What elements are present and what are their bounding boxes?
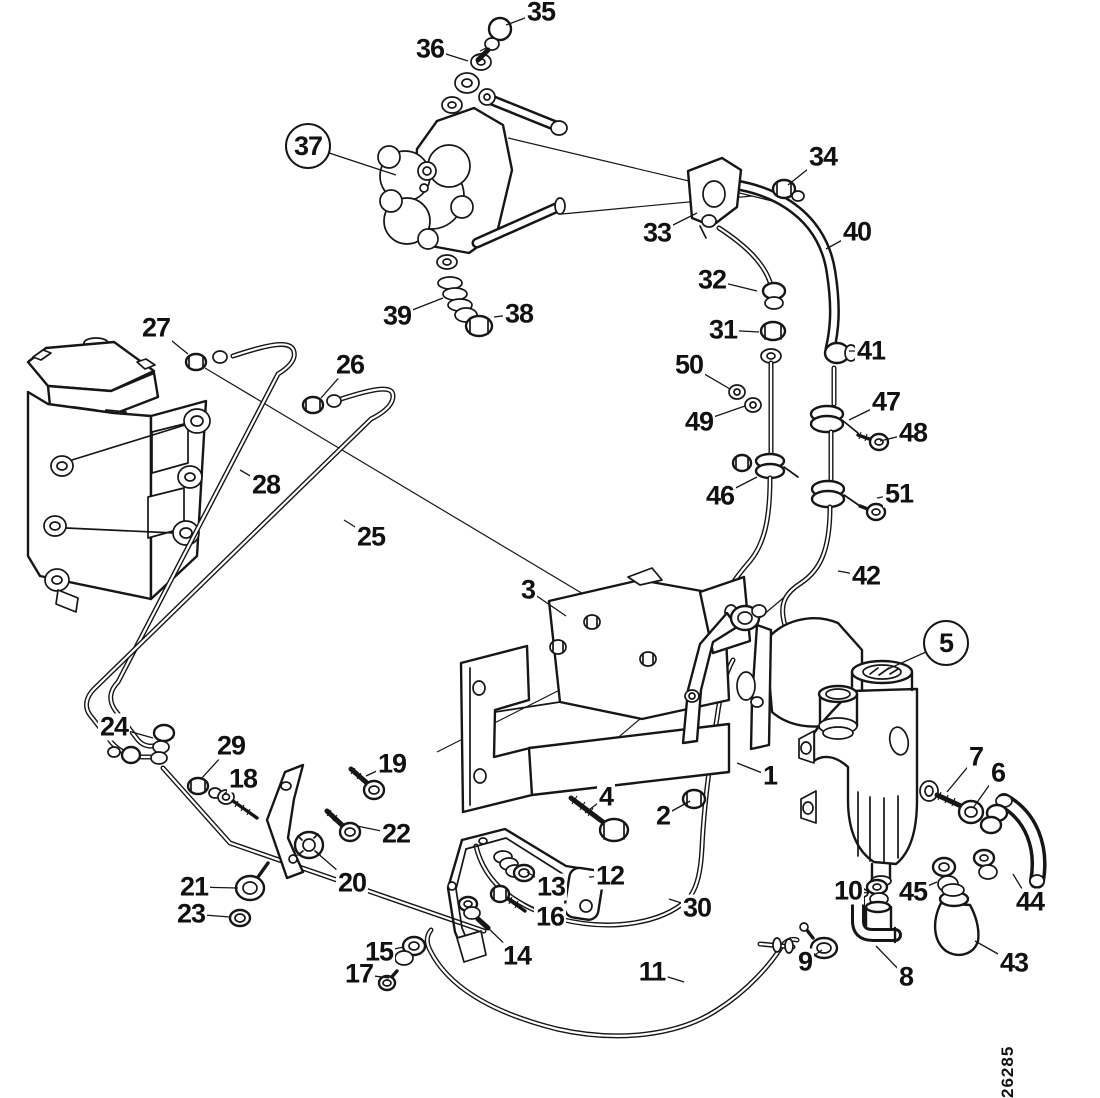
part-label-16: 16 xyxy=(533,901,567,932)
part-label-33: 33 xyxy=(640,217,674,248)
part-label-27: 27 xyxy=(139,312,173,343)
part-label-8: 8 xyxy=(896,961,916,992)
part-label-48: 48 xyxy=(896,417,930,448)
part-label-12: 12 xyxy=(593,860,627,891)
part-label-28: 28 xyxy=(249,469,283,500)
part-label-2: 2 xyxy=(653,800,673,831)
lower-bracket-assembly xyxy=(377,827,605,992)
part-label-10: 10 xyxy=(831,875,865,906)
part-label-40: 40 xyxy=(840,216,874,247)
part-label-3: 3 xyxy=(518,574,538,605)
part-label-32: 32 xyxy=(695,264,729,295)
part-label-43: 43 xyxy=(997,947,1031,978)
part-label-22: 22 xyxy=(379,818,413,849)
part-label-35: 35 xyxy=(524,0,558,27)
part-label-20: 20 xyxy=(335,867,369,898)
lower-right-hoses-and-fittings xyxy=(757,793,1047,960)
part-label-7: 7 xyxy=(966,741,986,772)
part-label-14: 14 xyxy=(500,940,534,971)
part-label-47: 47 xyxy=(869,386,903,417)
part-label-17: 17 xyxy=(342,958,376,989)
hydraulic-pump-assembly xyxy=(377,16,568,338)
part-label-4: 4 xyxy=(596,781,616,812)
part-label-34: 34 xyxy=(806,141,840,172)
steering-gear-box xyxy=(26,337,211,613)
part-label-30: 30 xyxy=(680,892,714,923)
part-label-46: 46 xyxy=(703,480,737,511)
part-label-6: 6 xyxy=(988,757,1008,788)
part-label-23: 23 xyxy=(174,898,208,929)
part-label-21: 21 xyxy=(177,871,211,902)
part-label-41: 41 xyxy=(854,335,888,366)
part-label-36: 36 xyxy=(413,33,447,64)
part-label-9: 9 xyxy=(795,946,815,977)
part-label-39: 39 xyxy=(380,300,414,331)
part-label-11: 11 xyxy=(636,956,668,987)
mounting-bracket xyxy=(459,567,752,843)
part-label-15: 15 xyxy=(362,936,396,967)
part-label-26: 26 xyxy=(333,349,367,380)
part-label-19: 19 xyxy=(375,748,409,779)
part-label-29: 29 xyxy=(214,730,248,761)
part-label-51: 51 xyxy=(882,478,916,509)
part-label-25: 25 xyxy=(354,521,388,552)
drawing-number: 26285 xyxy=(998,1045,1017,1098)
part-label-45: 45 xyxy=(896,876,930,907)
part-label-18: 18 xyxy=(226,763,260,794)
part-label-50: 50 xyxy=(672,349,706,380)
gear-pipes-and-fittings xyxy=(84,341,487,934)
part-label-5: 5 xyxy=(923,620,969,666)
part-label-42: 42 xyxy=(849,560,883,591)
part-label-1: 1 xyxy=(760,760,780,791)
part-label-24: 24 xyxy=(97,711,131,742)
part-label-49: 49 xyxy=(682,406,716,437)
part-label-44: 44 xyxy=(1013,886,1047,917)
part-label-38: 38 xyxy=(502,298,536,329)
part-label-31: 31 xyxy=(706,314,740,345)
part-label-13: 13 xyxy=(534,871,568,902)
reservoir-pump-unit xyxy=(798,659,985,887)
part-label-37: 37 xyxy=(285,123,331,169)
